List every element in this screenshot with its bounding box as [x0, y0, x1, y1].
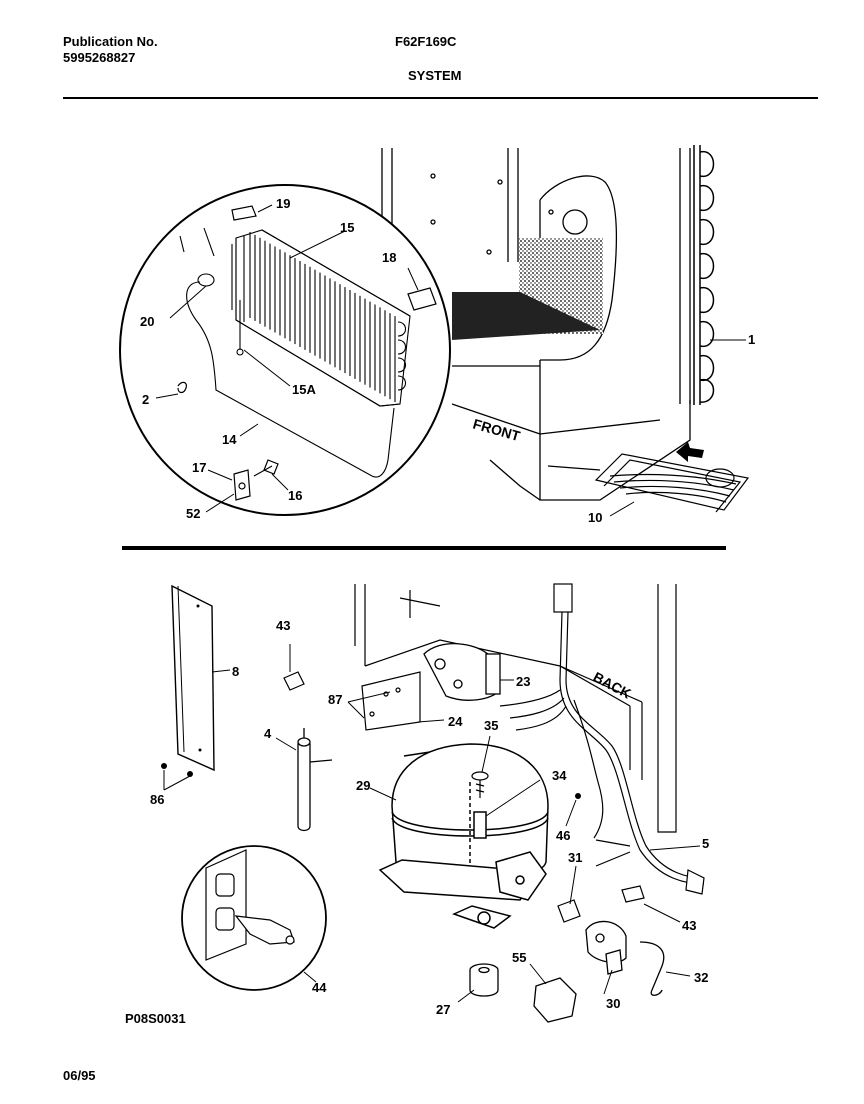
- relay-bracket: [361, 671, 421, 731]
- callout-44: 44: [312, 980, 327, 995]
- callout-35: 35: [484, 718, 498, 733]
- wire-harness-small: [639, 941, 665, 996]
- wall-outlet: [205, 849, 295, 961]
- callout-18: 18: [382, 250, 396, 265]
- callout-87: 87: [328, 692, 342, 707]
- upper-leader-lines: [155, 204, 746, 517]
- panel-screws: [161, 763, 193, 777]
- callout-16: 16: [288, 488, 302, 503]
- cabinet-back-wall: [354, 584, 677, 833]
- condenser-detail-circle: [119, 184, 451, 516]
- overload-relay: [423, 642, 501, 701]
- back-label: BACK: [591, 669, 634, 702]
- upper-callouts: 19 15 18 20 15A 2 14 17 16 52 1 10: [140, 196, 755, 525]
- section-divider: [122, 546, 726, 550]
- callout-29: 29: [356, 778, 370, 793]
- publication-number: 5995268827: [63, 50, 136, 65]
- side-cover-panel: [171, 584, 215, 772]
- callout-17: 17: [192, 460, 206, 475]
- power-cord: [499, 583, 705, 895]
- cabinet-bottom: [381, 148, 691, 501]
- section-title: SYSTEM: [408, 68, 462, 83]
- rubber-grommet: [469, 963, 499, 997]
- mounting-pads: [231, 205, 437, 311]
- callout-43-bottom: 43: [682, 918, 696, 933]
- relay-cover: [605, 949, 623, 975]
- cord-clip: [621, 885, 645, 903]
- filter-drier: [297, 728, 333, 832]
- callout-19: 19: [276, 196, 290, 211]
- callout-32: 32: [694, 970, 708, 985]
- revision-date: 06/95: [63, 1068, 96, 1083]
- callout-46: 46: [556, 828, 570, 843]
- airflow-arrow-icon: [676, 442, 704, 462]
- drawing-code: P08S0031: [125, 1011, 186, 1026]
- overload-protector: [533, 977, 577, 1023]
- callout-15a: 15A: [292, 382, 316, 397]
- callout-10: 10: [588, 510, 602, 525]
- lower-callouts: 8 43 87 23 24 4 35 34 29 86 46 5 31 43 4…: [150, 618, 709, 1017]
- callout-31: 31: [568, 850, 582, 865]
- mounting-screw: [471, 771, 489, 798]
- callout-23: 23: [516, 674, 530, 689]
- callout-43-top: 43: [276, 618, 290, 633]
- callout-52: 52: [186, 506, 200, 521]
- wire-clip: [283, 671, 305, 691]
- callout-20: 20: [140, 314, 154, 329]
- compressor: [378, 743, 549, 929]
- callout-55: 55: [512, 950, 526, 965]
- bracket-and-screw: [177, 381, 279, 501]
- callout-27: 27: [436, 1002, 450, 1017]
- publication-label: Publication No.: [63, 34, 158, 49]
- callout-15: 15: [340, 220, 354, 235]
- callout-30: 30: [606, 996, 620, 1011]
- defrost-drain-pan: [594, 453, 750, 513]
- callout-34: 34: [552, 768, 567, 783]
- model-number: F62F169C: [395, 34, 457, 49]
- callout-8: 8: [232, 664, 239, 679]
- terminal-clip: [557, 899, 581, 923]
- condenser-coil: [693, 145, 715, 405]
- callout-86: 86: [150, 792, 164, 807]
- callout-1: 1: [748, 332, 755, 347]
- lower-leader-lines: [163, 644, 701, 1003]
- callout-24: 24: [448, 714, 463, 729]
- callout-14: 14: [222, 432, 237, 447]
- header-rule: [63, 97, 818, 99]
- callout-2: 2: [142, 392, 149, 407]
- callout-4: 4: [264, 726, 272, 741]
- condenser-assembly: [179, 227, 411, 478]
- callout-5: 5: [702, 836, 709, 851]
- screw-46: [575, 793, 581, 799]
